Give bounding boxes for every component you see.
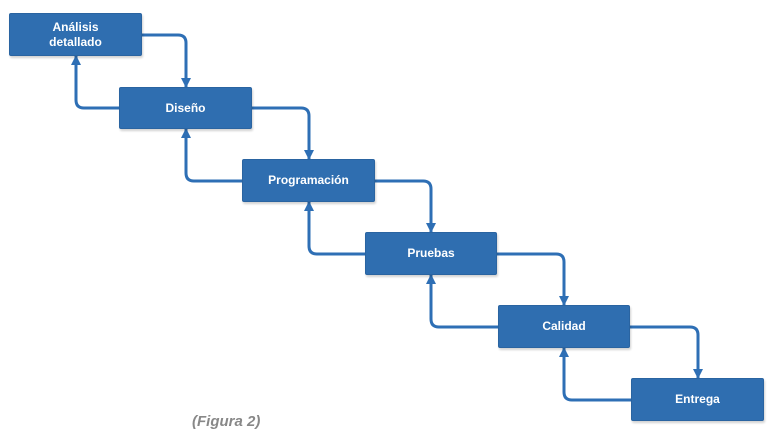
stage-label: Calidad (542, 319, 586, 333)
stage-programacion: Programación (242, 159, 375, 202)
figure-caption: (Figura 2) (192, 413, 261, 430)
return-arrow (304, 201, 365, 256)
return-arrow (559, 347, 631, 402)
stage-label: Programación (268, 173, 349, 187)
forward-arrow (375, 179, 436, 233)
return-arrow (71, 55, 119, 110)
forward-arrow (142, 33, 191, 88)
return-arrow (181, 128, 242, 183)
stage-diseno: Diseño (119, 87, 252, 129)
stage-calidad: Calidad (498, 305, 630, 348)
forward-arrow (630, 325, 703, 379)
stage-pruebas: Pruebas (365, 232, 497, 275)
stage-label: Pruebas (407, 246, 455, 260)
forward-arrow (497, 252, 569, 306)
stage-entrega: Entrega (631, 378, 764, 421)
stage-label: Entrega (675, 392, 720, 406)
return-arrow (426, 274, 498, 329)
stage-label: Diseño (165, 100, 206, 115)
stage-analisis-detallado: Análisis detallado (9, 13, 142, 56)
forward-arrow (252, 106, 314, 160)
stage-label: Análisis detallado (49, 19, 102, 49)
